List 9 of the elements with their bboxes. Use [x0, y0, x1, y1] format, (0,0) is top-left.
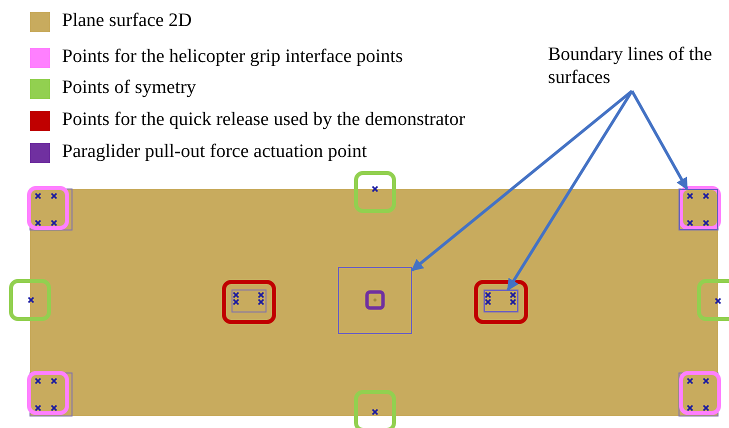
legend-text: Points for the quick release used by the demonstrator: [62, 109, 466, 131]
arrow: [411, 90, 633, 272]
legend-text: Plane surface 2D: [62, 10, 192, 32]
legend-text: Points for the helicopter grip interface points: [62, 46, 403, 68]
callout-text: Boundary lines of the surfaces: [548, 43, 728, 91]
arrow: [506, 90, 634, 292]
legend-text: Paraglider pull-out force actuation point: [62, 141, 367, 163]
legend-text: Points of symetry: [62, 77, 196, 99]
arrow: [630, 90, 688, 190]
